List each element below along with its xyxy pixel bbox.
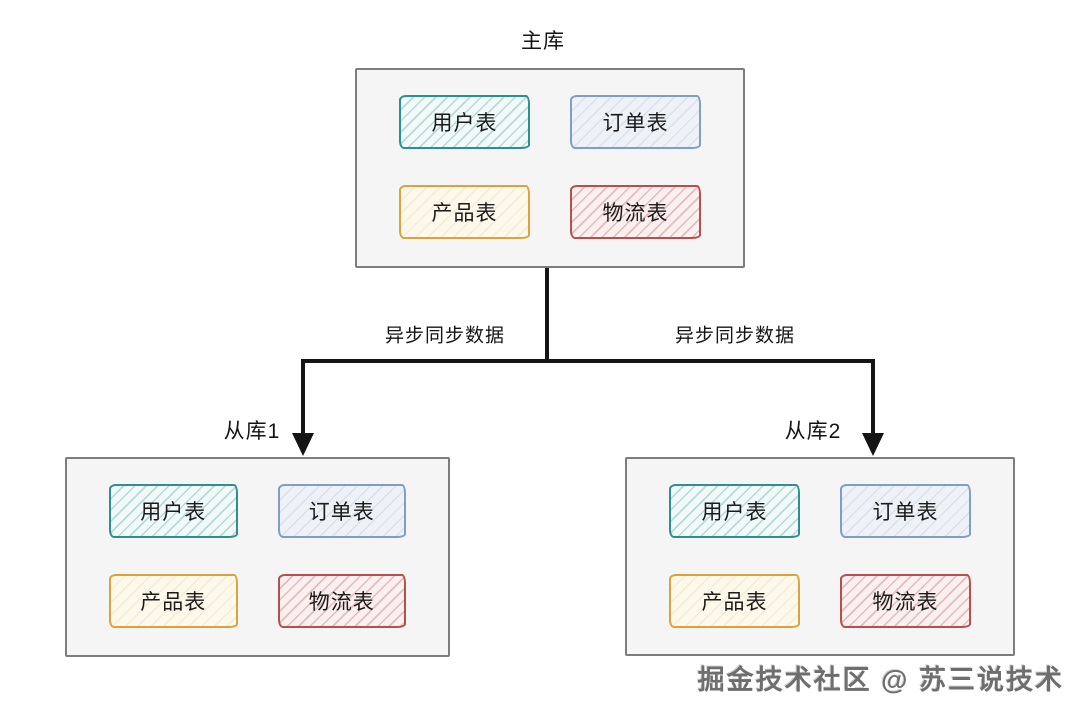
- slave2-db-label: 从库2: [784, 420, 842, 443]
- slave1-table-user: 用户表: [109, 484, 238, 538]
- slave2-table-order: 订单表: [840, 484, 971, 538]
- sync-label-left: 异步同步数据: [384, 325, 506, 347]
- slave1-table-logistics: 物流表: [277, 574, 406, 628]
- arrowhead-left-icon: [292, 433, 314, 456]
- master-table-logistics: 物流表: [570, 185, 701, 239]
- slave2-db-box: 用户表 订单表 产品表 物流表: [625, 457, 1015, 656]
- master-table-product: 产品表: [399, 185, 530, 239]
- watermark-text: 掘金技术社区 @ 苏三说技术: [697, 665, 1064, 695]
- arrowhead-right-icon: [862, 433, 884, 456]
- slave1-table-product: 产品表: [109, 574, 238, 628]
- slave1-table-order: 订单表: [277, 484, 406, 538]
- slave2-table-logistics: 物流表: [840, 574, 971, 628]
- master-table-order: 订单表: [570, 95, 701, 149]
- slave2-table-user: 用户表: [669, 484, 800, 538]
- master-db-box: 用户表 订单表 产品表 物流表: [355, 68, 745, 268]
- master-db-label: 主库: [521, 30, 565, 53]
- slave2-table-product: 产品表: [669, 574, 800, 628]
- slave1-db-label: 从库1: [223, 420, 281, 443]
- sync-label-right: 异步同步数据: [674, 325, 796, 347]
- master-table-user: 用户表: [399, 95, 530, 149]
- slave1-db-box: 用户表 订单表 产品表 物流表: [65, 457, 450, 657]
